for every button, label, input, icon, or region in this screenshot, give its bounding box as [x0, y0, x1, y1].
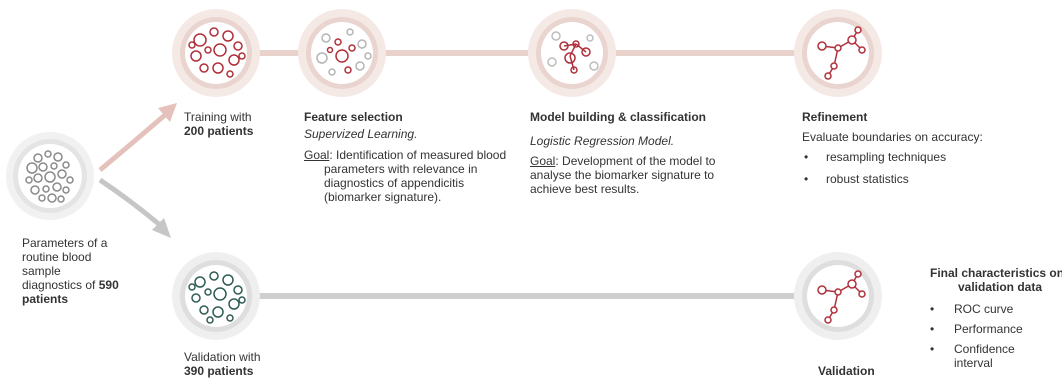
source-cluster — [25, 150, 74, 203]
arrow-to-training — [98, 113, 167, 172]
model-building-goal: Goal: Development of the model to analys… — [530, 154, 730, 196]
final-title-line2: validation data — [958, 280, 1043, 294]
training-line1: Training with — [184, 110, 252, 124]
validation-start-node — [172, 252, 260, 340]
validation-start-label: Validation with 390 patients — [184, 350, 304, 378]
model-building-title: Model building & classification — [530, 110, 707, 124]
arrow-head-training — [158, 103, 177, 122]
source-line4: diagnostics of 590 — [22, 278, 152, 292]
model-building-node — [528, 9, 616, 97]
final-bullet-list: ROC curve Performance Confidence interva… — [930, 302, 1060, 370]
model-building-goal-text: : Development of the model to analyse th… — [530, 154, 716, 196]
validation-end-node — [794, 252, 882, 340]
refinement-title: Refinement — [802, 110, 868, 124]
source-line4-prefix: diagnostics of — [22, 278, 96, 292]
feature-selection-goal-label: Goal — [304, 148, 330, 162]
source-line1: Parameters of a — [22, 236, 108, 250]
source-line5: patients — [22, 292, 69, 306]
final-bullet: ROC curve — [930, 302, 1060, 316]
feature-selection-text: Feature selection Supervized Learning. G… — [304, 110, 514, 204]
source-node — [6, 132, 94, 220]
final-title-line1: Final characteristics on — [930, 266, 1062, 280]
training-label: Training with 200 patients — [184, 110, 304, 138]
refinement-node — [794, 9, 882, 97]
source-line3: sample — [22, 264, 61, 278]
feature-selection-goal-text: : Identification of measured blood param… — [324, 148, 507, 204]
refinement-intro: Evaluate boundaries on accuracy: — [802, 130, 983, 144]
source-line4-count: 590 — [98, 278, 119, 292]
feature-selection-node — [298, 9, 386, 97]
validation-start-line1: Validation with — [184, 350, 261, 364]
validation-end-label: Validation — [818, 364, 875, 378]
source-line2: routine blood — [22, 250, 92, 264]
refinement-bullet-list: resampling techniques robust statistics — [802, 150, 1002, 186]
refinement-text: Refinement Evaluate boundaries on accura… — [802, 110, 1002, 194]
training-count: 200 patients — [184, 124, 254, 138]
final-characteristics: Final characteristics on validation data… — [930, 266, 1062, 376]
final-bullet: Confidence interval — [930, 342, 1024, 370]
refinement-bullet: resampling techniques — [804, 150, 1002, 164]
model-building-text: Model building & classification Logistic… — [530, 110, 730, 196]
model-building-goal-label: Goal — [530, 154, 556, 168]
feature-selection-goal: Goal: Identification of measured blood p… — [304, 148, 514, 204]
refinement-bullet: robust statistics — [804, 172, 1002, 186]
arrow-head-validation — [152, 218, 171, 238]
final-bullet: Performance — [930, 322, 1060, 336]
model-building-subtitle: Logistic Regression Model. — [530, 134, 675, 148]
feature-selection-title: Feature selection — [304, 110, 403, 124]
source-label: Parameters of a routine blood sample dia… — [22, 236, 152, 306]
validation-start-count: 390 patients — [184, 364, 254, 378]
arrow-to-validation — [98, 177, 162, 227]
feature-selection-subtitle: Supervized Learning. — [304, 127, 418, 141]
training-node — [172, 9, 260, 97]
